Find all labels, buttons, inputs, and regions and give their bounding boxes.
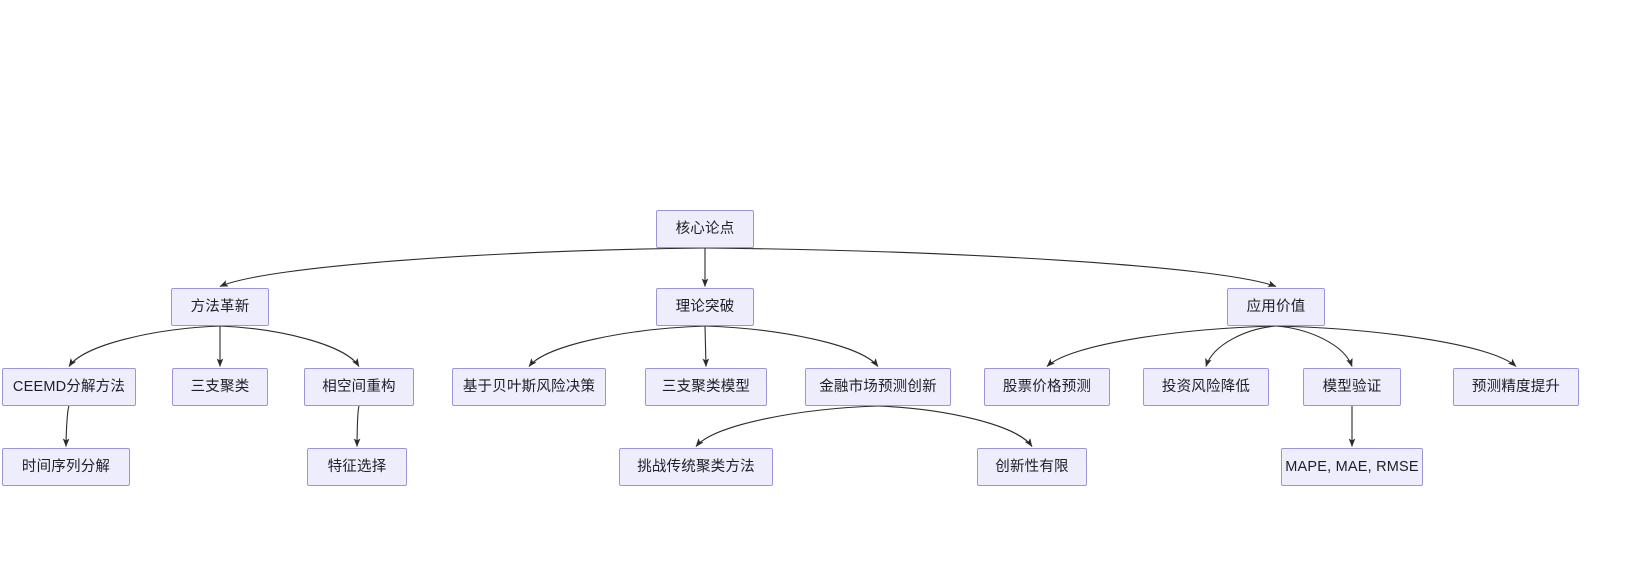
flowchart-node[interactable]: CEEMD分解方法: [2, 368, 136, 406]
flowchart-node-label: 投资风险降低: [1161, 378, 1251, 395]
flowchart-edge: [704, 325, 879, 367]
flowchart-node-label: 三支聚类: [190, 378, 250, 395]
flowchart-node[interactable]: 创新性有限: [977, 448, 1087, 486]
flowchart-node[interactable]: 方法革新: [171, 288, 269, 326]
flowchart-node-label: 金融市场预测创新: [819, 378, 937, 395]
flowchart-node-label: 方法革新: [190, 298, 250, 315]
flowchart-node[interactable]: 核心论点: [656, 210, 754, 248]
flowchart-node[interactable]: 三支聚类: [172, 368, 268, 406]
flowchart-node[interactable]: 模型验证: [1303, 368, 1401, 406]
flowchart-node-label: 预测精度提升: [1471, 378, 1561, 395]
flowchart-node-label: CEEMD分解方法: [12, 378, 126, 395]
flowchart-node[interactable]: 三支聚类模型: [645, 368, 767, 406]
flowchart-node-label: 股票价格预测: [1002, 378, 1092, 395]
flowchart-edge: [702, 325, 710, 367]
flowchart-node[interactable]: 预测精度提升: [1453, 368, 1579, 406]
flowchart-node[interactable]: 相空间重构: [304, 368, 414, 406]
flowchart-node[interactable]: 时间序列分解: [2, 448, 130, 486]
flowchart-node[interactable]: 特征选择: [307, 448, 407, 486]
flowchart-node-label: 模型验证: [1322, 378, 1382, 395]
flowchart-node[interactable]: 金融市场预测创新: [805, 368, 951, 406]
flowchart-node-label: 时间序列分解: [21, 458, 111, 475]
flowchart-edge: [1275, 325, 1353, 367]
flowchart-edge: [704, 247, 1277, 288]
flowchart-node-label: MAPE, MAE, RMSE: [1285, 458, 1419, 475]
flowchart-node[interactable]: 挑战传统聚类方法: [619, 448, 773, 486]
flowchart-node[interactable]: 理论突破: [656, 288, 754, 326]
flowchart-edge: [62, 405, 70, 447]
flowchart-node-label: 应用价值: [1246, 298, 1306, 315]
flowchart-node-label: 挑战传统聚类方法: [637, 458, 755, 475]
flowchart-node[interactable]: 应用价值: [1227, 288, 1325, 326]
flowchart-node-label: 三支聚类模型: [661, 378, 751, 395]
flowchart-node[interactable]: 基于贝叶斯风险决策: [452, 368, 606, 406]
flowchart-node[interactable]: MAPE, MAE, RMSE: [1281, 448, 1423, 486]
flowchart-edge: [695, 405, 879, 447]
flowchart-edge: [1046, 325, 1277, 367]
flowchart-node-label: 理论突破: [675, 298, 735, 315]
flowchart-edge: [219, 247, 706, 288]
flowchart-node-label: 特征选择: [327, 458, 387, 475]
flowchart-node-label: 相空间重构: [322, 378, 396, 395]
flowchart-edge: [68, 325, 221, 367]
flowchart-edge: [353, 405, 361, 447]
flowchart-node-label: 核心论点: [675, 220, 735, 237]
flowchart-edge: [1205, 325, 1277, 367]
flowchart-edge: [1275, 325, 1517, 367]
flowchart-node[interactable]: 股票价格预测: [984, 368, 1110, 406]
flowchart-edge: [877, 405, 1033, 447]
flowchart-node-label: 创新性有限: [995, 458, 1069, 475]
edge-paths: [62, 247, 1517, 447]
flowchart-node-label: 基于贝叶斯风险决策: [462, 378, 596, 395]
flowchart-edge: [219, 325, 360, 367]
flowchart-node[interactable]: 投资风险降低: [1143, 368, 1269, 406]
flowchart-edge: [528, 325, 706, 367]
